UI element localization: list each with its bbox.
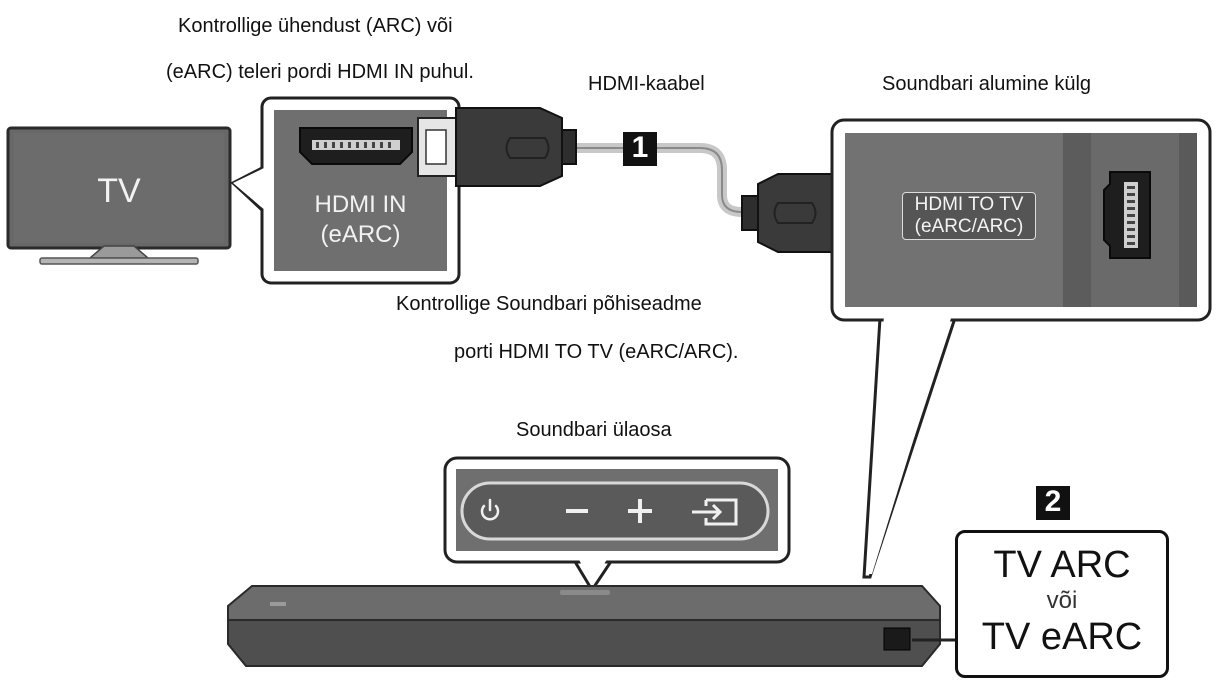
hdmi-cable [570,143,763,217]
soundbar-port-caption-line1: Kontrollige Soundbari põhiseadme [396,293,702,315]
minus-icon [566,509,588,513]
soundbar-top-callout [443,456,791,593]
step-2-badge: 2 [1036,486,1070,520]
hdmi-port-icon [299,127,413,165]
result-line2: või [1046,587,1078,614]
tv-illustration [6,126,232,265]
tv-port-label-line2: (eARC) [320,221,401,248]
soundbar-illustration [227,585,958,667]
result-line3: TV eARC [981,616,1143,658]
soundbar-bottom-callout [830,118,1212,579]
tv-port-caption-line1: Kontrollige ühendust (ARC) või [178,15,453,37]
tv-label: TV [97,172,141,210]
arc-mode-result-box: TV ARC või TV eARC [955,530,1169,678]
step-1-badge: 1 [623,132,657,166]
soundbar-port-label: HDMI TO TV (eARC/ARC) [902,192,1036,240]
soundbar-bottom-caption: Soundbari alumine külg [882,73,1092,95]
tv-port-caption-line2: (eARC) teleri pordi HDMI IN puhul. [166,61,474,83]
hdmi-plug-icon [417,107,577,187]
plus-icon [628,499,652,523]
tv-port-label-line1: HDMI IN [314,191,407,218]
cable-caption: HDMI-kaabel [588,73,705,95]
soundbar-top-caption: Soundbari ülaosa [516,419,672,441]
soundbar-port-caption-line2: porti HDMI TO TV (eARC/ARC). [454,341,739,363]
result-line1: TV ARC [993,544,1131,586]
hdmi-port-icon [1103,171,1151,259]
input-source-icon [692,498,738,526]
tv-port-label: HDMI IN (eARC) [274,190,447,250]
soundbar-port-label-line2: (eARC/ARC) [914,216,1024,237]
power-icon [480,498,500,521]
soundbar-port-label-line1: HDMI TO TV [914,194,1024,215]
